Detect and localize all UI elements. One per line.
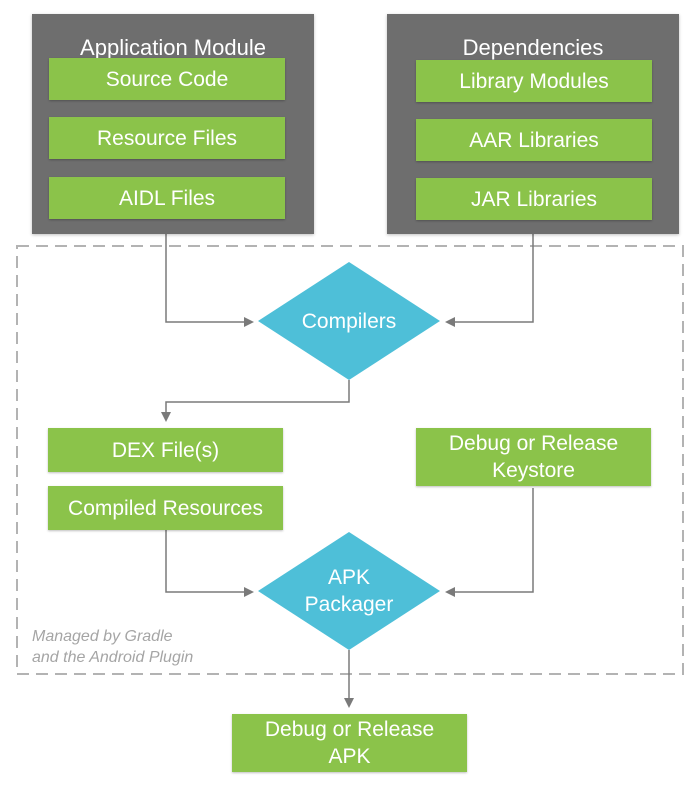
dex-files-box: DEX File(s) [48, 428, 283, 472]
apk-packager-line2: Packager [304, 593, 394, 616]
source-code-box: Source Code [49, 58, 285, 100]
apk-packager-label: APK Packager [258, 562, 440, 620]
arrow-keystore-to-packager [445, 488, 534, 597]
aidl-files-box: AIDL Files [49, 177, 285, 219]
keystore-line1: Debug or Release [448, 432, 619, 455]
apk-packager-line1: APK [327, 566, 371, 589]
final-apk-line1: Debug or Release [264, 718, 435, 741]
arrow-outputs-to-packager [165, 530, 254, 597]
dependencies-title: Dependencies [462, 35, 604, 60]
final-apk-box: Debug or Release APK [232, 714, 467, 772]
compiled-resources-box: Compiled Resources [48, 486, 283, 530]
resource-files-box: Resource Files [49, 117, 285, 159]
managed-by-gradle-note: Managed by Gradle and the Android Plugin [32, 626, 193, 668]
apk-packager-diamond [258, 532, 440, 650]
application-module-title: Application Module [80, 35, 266, 60]
keystore-box: Debug or Release Keystore [416, 428, 651, 486]
jar-libraries-box: JAR Libraries [416, 178, 652, 220]
dependencies-panel: Dependencies Library Modules AAR Librari… [387, 14, 679, 234]
library-modules-box: Library Modules [416, 60, 652, 102]
compilers-diamond [258, 262, 440, 380]
arrow-compilers-to-outputs [161, 380, 350, 422]
aar-libraries-box: AAR Libraries [416, 119, 652, 161]
arrow-app-to-compilers [165, 234, 254, 327]
keystore-line2: Keystore [492, 459, 575, 482]
arrow-deps-to-compilers [445, 234, 534, 327]
gradle-boundary [16, 245, 684, 675]
application-module-panel: Application Module Source Code Resource … [32, 14, 314, 234]
managed-note-line2: and the Android Plugin [32, 649, 194, 666]
managed-note-line1: Managed by Gradle [32, 628, 173, 645]
compilers-label: Compilers [301, 309, 397, 333]
final-apk-line2: APK [328, 745, 371, 768]
